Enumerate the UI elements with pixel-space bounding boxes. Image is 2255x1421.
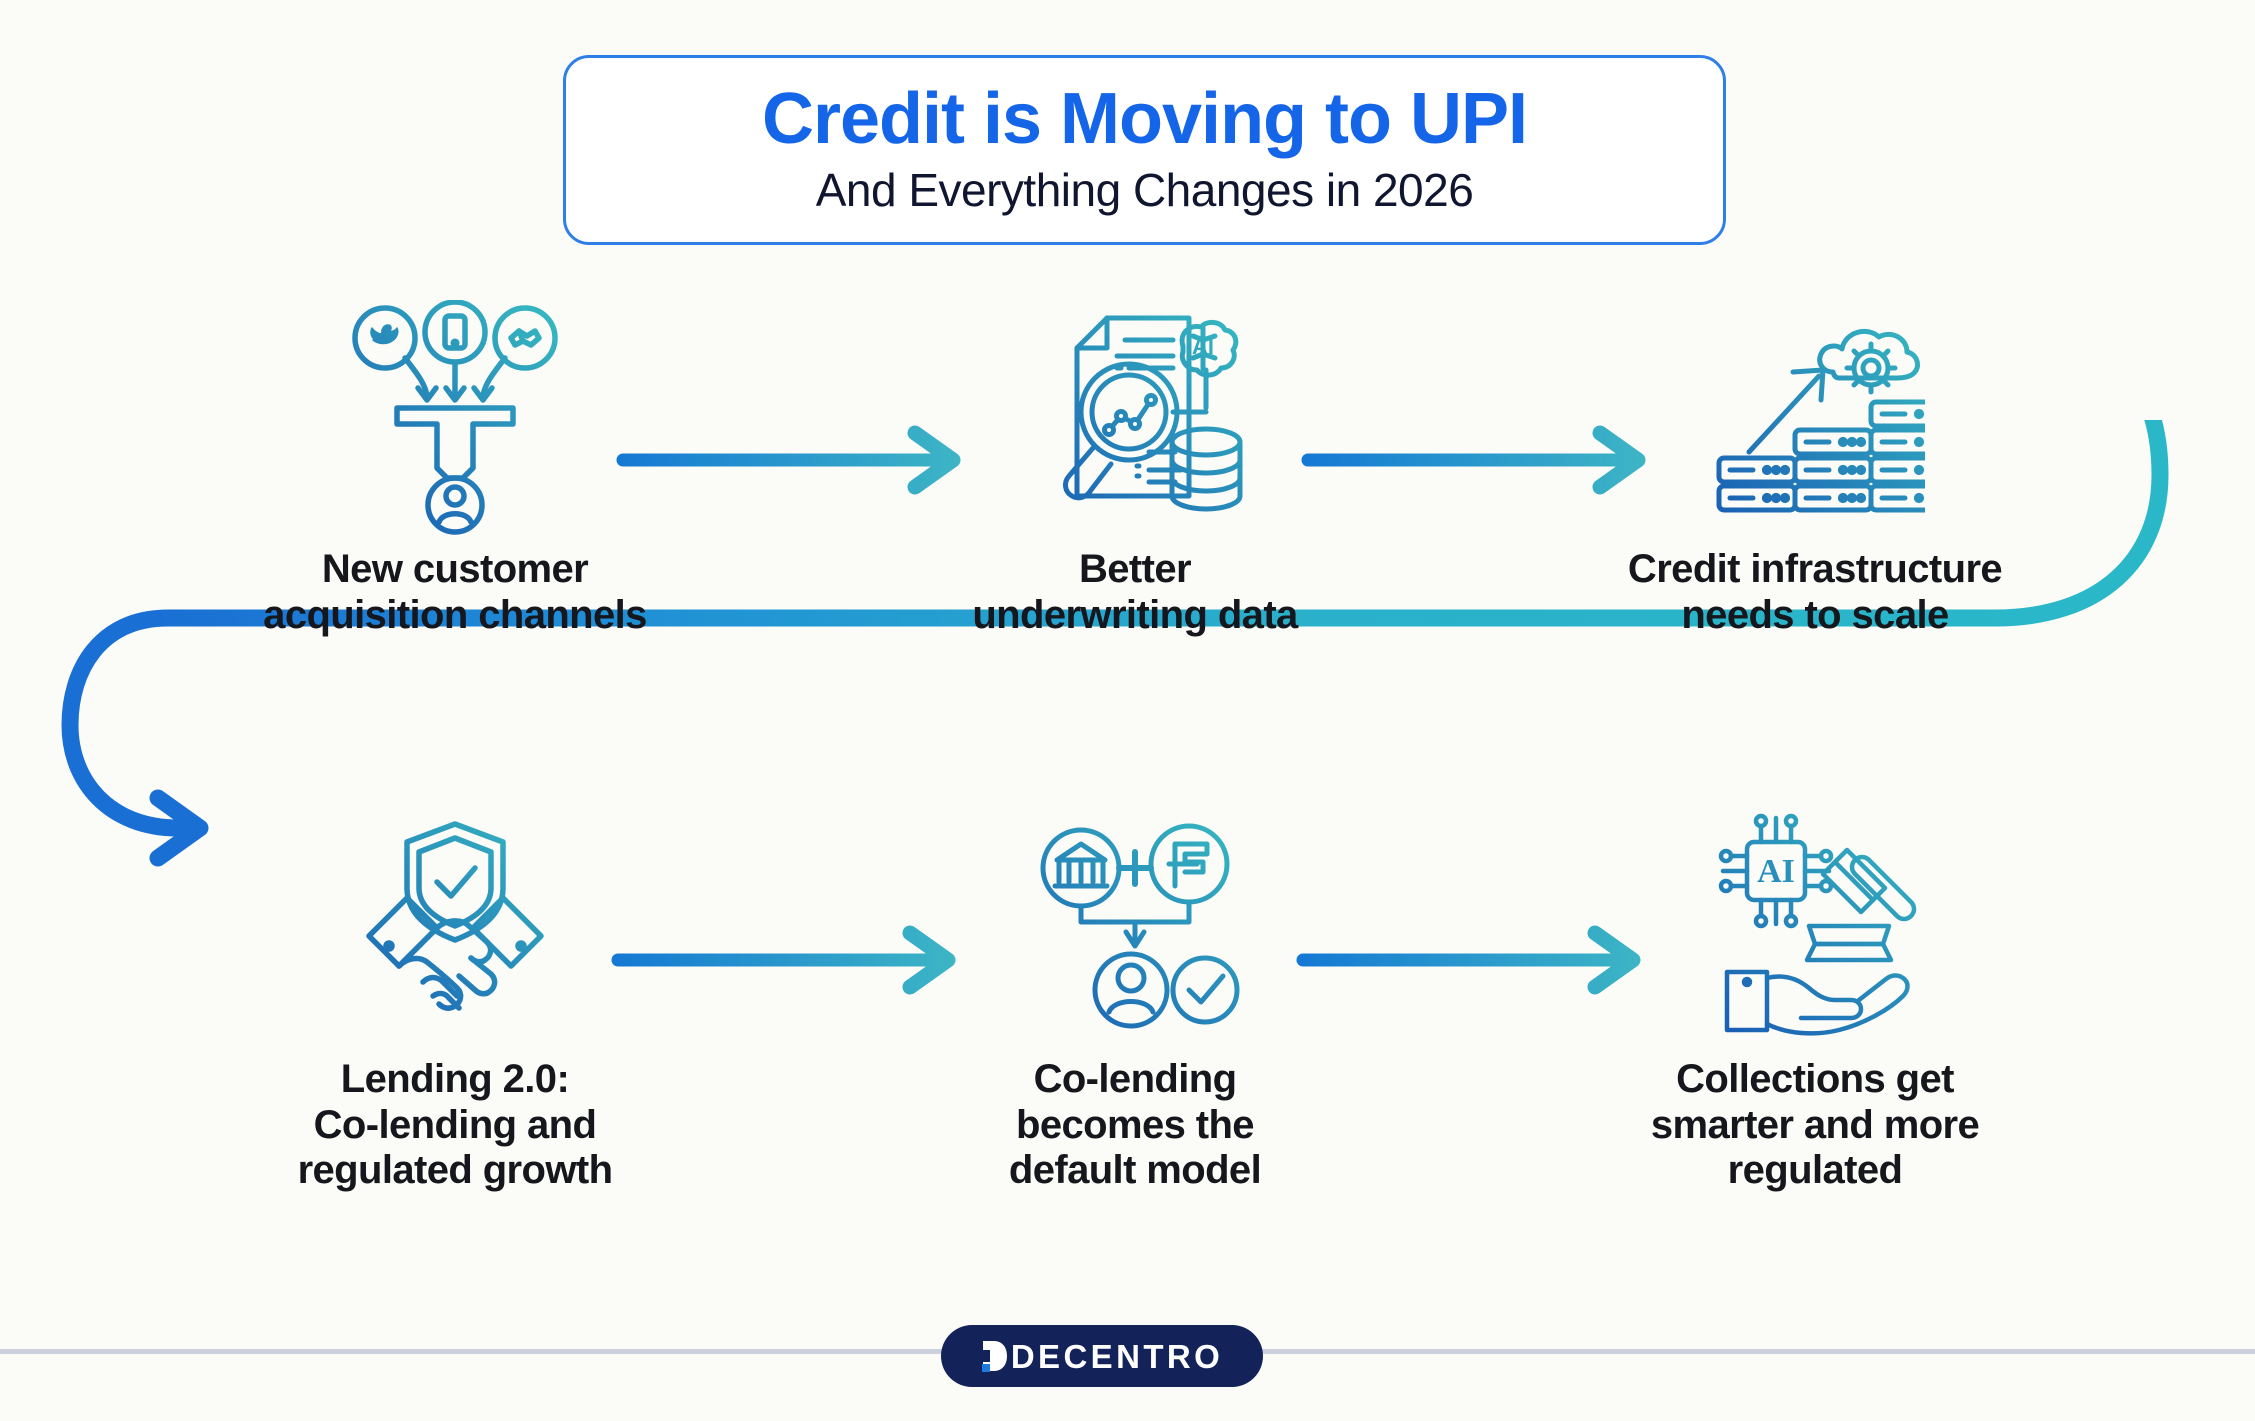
- logo-d-mark: [981, 1341, 1007, 1372]
- flow-step-2-label: Better underwriting data: [972, 547, 1298, 637]
- title-card: Credit is Moving to UPI And Everything C…: [563, 55, 1726, 245]
- flow-step-3-label: Credit infrastructure needs to scale: [1627, 547, 2003, 637]
- flow-step-5-label: Co-lending becomes the default model: [1008, 1057, 1262, 1193]
- svg-text:AI: AI: [1757, 853, 1795, 890]
- flow-step-4-label: Lending 2.0: Co-lending and regulated gr…: [297, 1057, 613, 1193]
- secure-partnership-icon: [345, 810, 565, 1045]
- connector-arrow-1: [615, 425, 975, 495]
- flow-step-6[interactable]: AI: [1555, 810, 2075, 1194]
- scaling-infrastructure-icon: [1705, 300, 1925, 535]
- ai-regulated-collections-icon: AI: [1705, 810, 1925, 1045]
- flow-step-2[interactable]: AI Better underwriting data: [875, 300, 1395, 638]
- flow-step-1[interactable]: New customer acquisition channels: [195, 300, 715, 638]
- page-title: Credit is Moving to UPI: [761, 78, 1528, 159]
- co-lending-model-icon: [1025, 810, 1245, 1045]
- underwriting-data-icon: AI: [1025, 300, 1245, 535]
- svg-text:AI: AI: [1192, 334, 1214, 359]
- decentro-logo[interactable]: DECENTRO: [941, 1325, 1263, 1387]
- connector-arrow-2: [1300, 425, 1660, 495]
- connector-arrow-3: [610, 925, 970, 995]
- flow-step-6-label: Collections get smarter and more regulat…: [1650, 1057, 1980, 1193]
- page-subtitle: And Everything Changes in 2026: [815, 164, 1474, 217]
- acquisition-funnel-icon: [345, 300, 565, 535]
- flow-step-5[interactable]: Co-lending becomes the default model: [875, 810, 1395, 1194]
- flow-step-3[interactable]: Credit infrastructure needs to scale: [1555, 300, 2075, 638]
- logo-wordmark: DECENTRO: [1010, 1337, 1224, 1375]
- flow-step-4[interactable]: Lending 2.0: Co-lending and regulated gr…: [195, 810, 715, 1194]
- flow-step-1-label: New customer acquisition channels: [263, 547, 647, 637]
- connector-arrow-4: [1295, 925, 1655, 995]
